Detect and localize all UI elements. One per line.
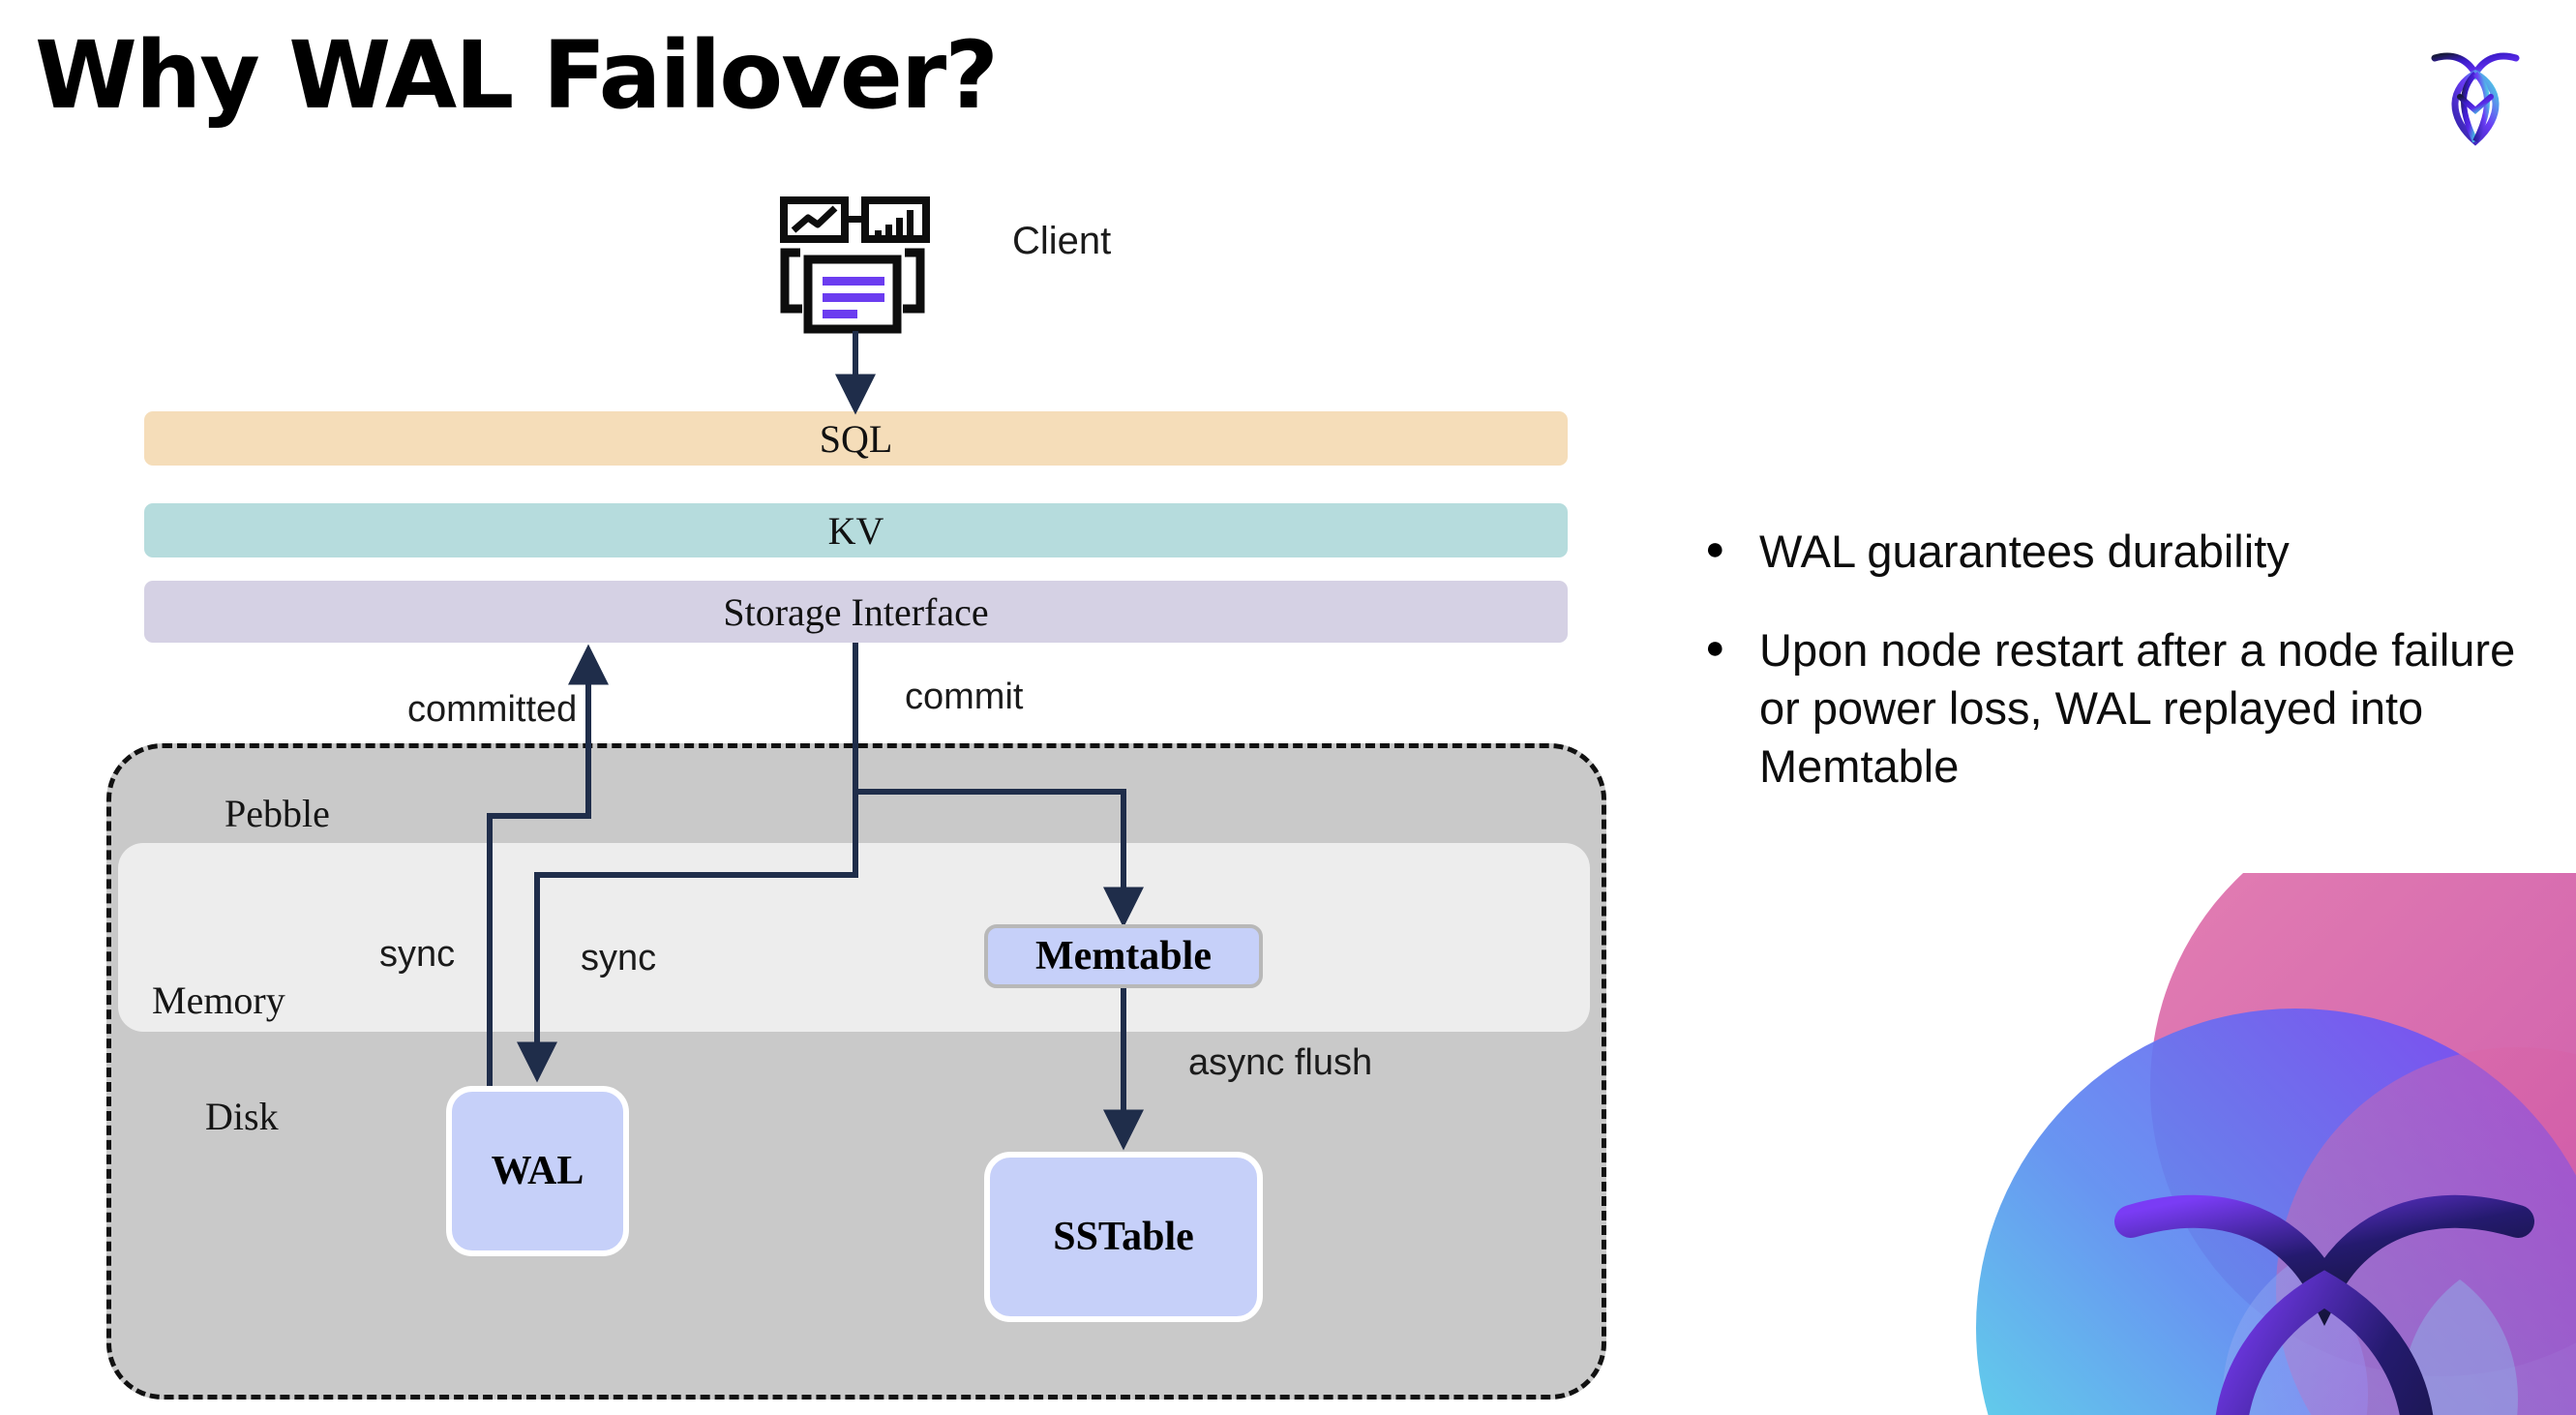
node-wal: WAL bbox=[446, 1086, 629, 1256]
cockroachdb-logo bbox=[2417, 37, 2533, 153]
edge-label-commit: commit bbox=[905, 677, 1024, 717]
bullet-text: Upon node restart after a node failure o… bbox=[1759, 624, 2516, 793]
memory-label: Memory bbox=[152, 978, 285, 1022]
node-sstable: SSTable bbox=[984, 1152, 1263, 1322]
bullet-text: WAL guarantees durability bbox=[1759, 526, 2290, 577]
node-memtable-label: Memtable bbox=[1035, 934, 1212, 978]
layer-bar-sql-label: SQL bbox=[819, 416, 893, 461]
list-item: ● WAL guarantees durability bbox=[1705, 523, 2537, 581]
page-title: Why WAL Failover? bbox=[35, 21, 999, 130]
layer-bar-sql: SQL bbox=[144, 411, 1568, 466]
pebble-container bbox=[106, 743, 1606, 1400]
edge-label-async-flush: async flush bbox=[1188, 1042, 1373, 1083]
node-wal-label: WAL bbox=[491, 1149, 584, 1193]
edge-label-sync-commit: sync bbox=[581, 938, 657, 978]
bullet-marker-icon: ● bbox=[1705, 530, 1725, 567]
layer-bar-kv: KV bbox=[144, 503, 1568, 557]
pebble-label: Pebble bbox=[225, 792, 330, 835]
layer-bar-storage-interface: Storage Interface bbox=[144, 581, 1568, 643]
edge-label-committed: committed bbox=[407, 689, 578, 730]
node-sstable-label: SSTable bbox=[1053, 1215, 1194, 1259]
node-memtable: Memtable bbox=[984, 924, 1263, 988]
layer-bar-storage-interface-label: Storage Interface bbox=[723, 589, 989, 634]
edge-label-sync-committed: sync bbox=[379, 934, 456, 975]
disk-label: Disk bbox=[205, 1095, 279, 1138]
list-item: ● Upon node restart after a node failure… bbox=[1705, 621, 2537, 796]
architecture-diagram: Client SQL KV Storage Interface Pebble M… bbox=[106, 194, 1606, 1400]
client-monitor-icon bbox=[769, 194, 934, 334]
bullet-list: ● WAL guarantees durability ● Upon node … bbox=[1705, 523, 2537, 837]
client-label: Client bbox=[1012, 220, 1112, 262]
bullet-marker-icon: ● bbox=[1705, 629, 1725, 667]
decorative-gradient-art bbox=[1841, 873, 2576, 1415]
layer-bar-kv-label: KV bbox=[827, 508, 884, 553]
memory-zone bbox=[118, 843, 1590, 1032]
